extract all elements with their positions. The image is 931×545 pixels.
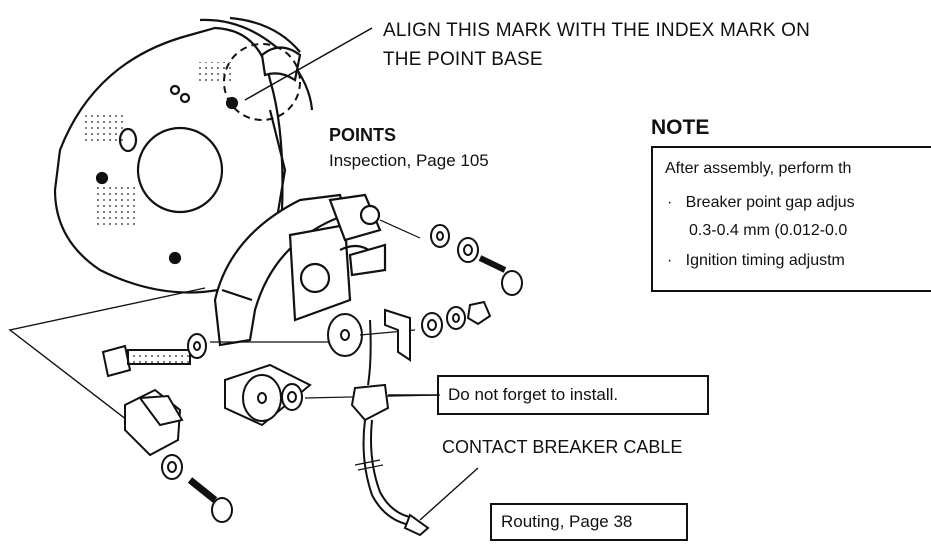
note-item-timing: Ignition timing adjustm xyxy=(685,252,845,269)
do-not-forget-callout: Do not forget to install. xyxy=(437,375,709,415)
alignment-mark-highlight xyxy=(223,27,373,121)
points-title: POINTS xyxy=(329,125,397,145)
cable-label: CONTACT BREAKER CABLE xyxy=(442,437,683,457)
note-bullet-1: · Breaker point gap adjus xyxy=(667,194,855,211)
clamp-leader-lines xyxy=(8,287,206,431)
note-bullet-2: · Ignition timing adjustm xyxy=(667,252,845,269)
callout-leaders xyxy=(388,394,479,521)
note-item-gap-spec: 0.3-0.4 mm (0.012-0.0 xyxy=(689,222,848,239)
note-intro: After assembly, perform th xyxy=(665,160,852,177)
note-title: NOTE xyxy=(651,116,710,139)
breaker-base-plate xyxy=(53,16,314,294)
note-item-gap: Breaker point gap adjus xyxy=(685,194,855,211)
note-box: After assembly, perform th · Breaker poi… xyxy=(651,146,931,292)
contact-breaker-cable xyxy=(350,319,430,537)
points-reference: Inspection, Page 105 xyxy=(329,151,489,170)
contact-point-assembly xyxy=(213,193,387,347)
points-fasteners xyxy=(379,219,523,296)
alignment-note-line2: THE POINT BASE xyxy=(383,49,543,70)
routing-text: Routing, Page 38 xyxy=(501,512,633,531)
alignment-note-line1: ALIGN THIS MARK WITH THE INDEX MARK ON xyxy=(383,20,811,41)
routing-callout: Routing, Page 38 xyxy=(490,503,688,541)
do-not-forget-text: Do not forget to install. xyxy=(448,385,619,404)
cable-clamp xyxy=(124,388,233,523)
mounting-bolt-row xyxy=(101,300,492,378)
